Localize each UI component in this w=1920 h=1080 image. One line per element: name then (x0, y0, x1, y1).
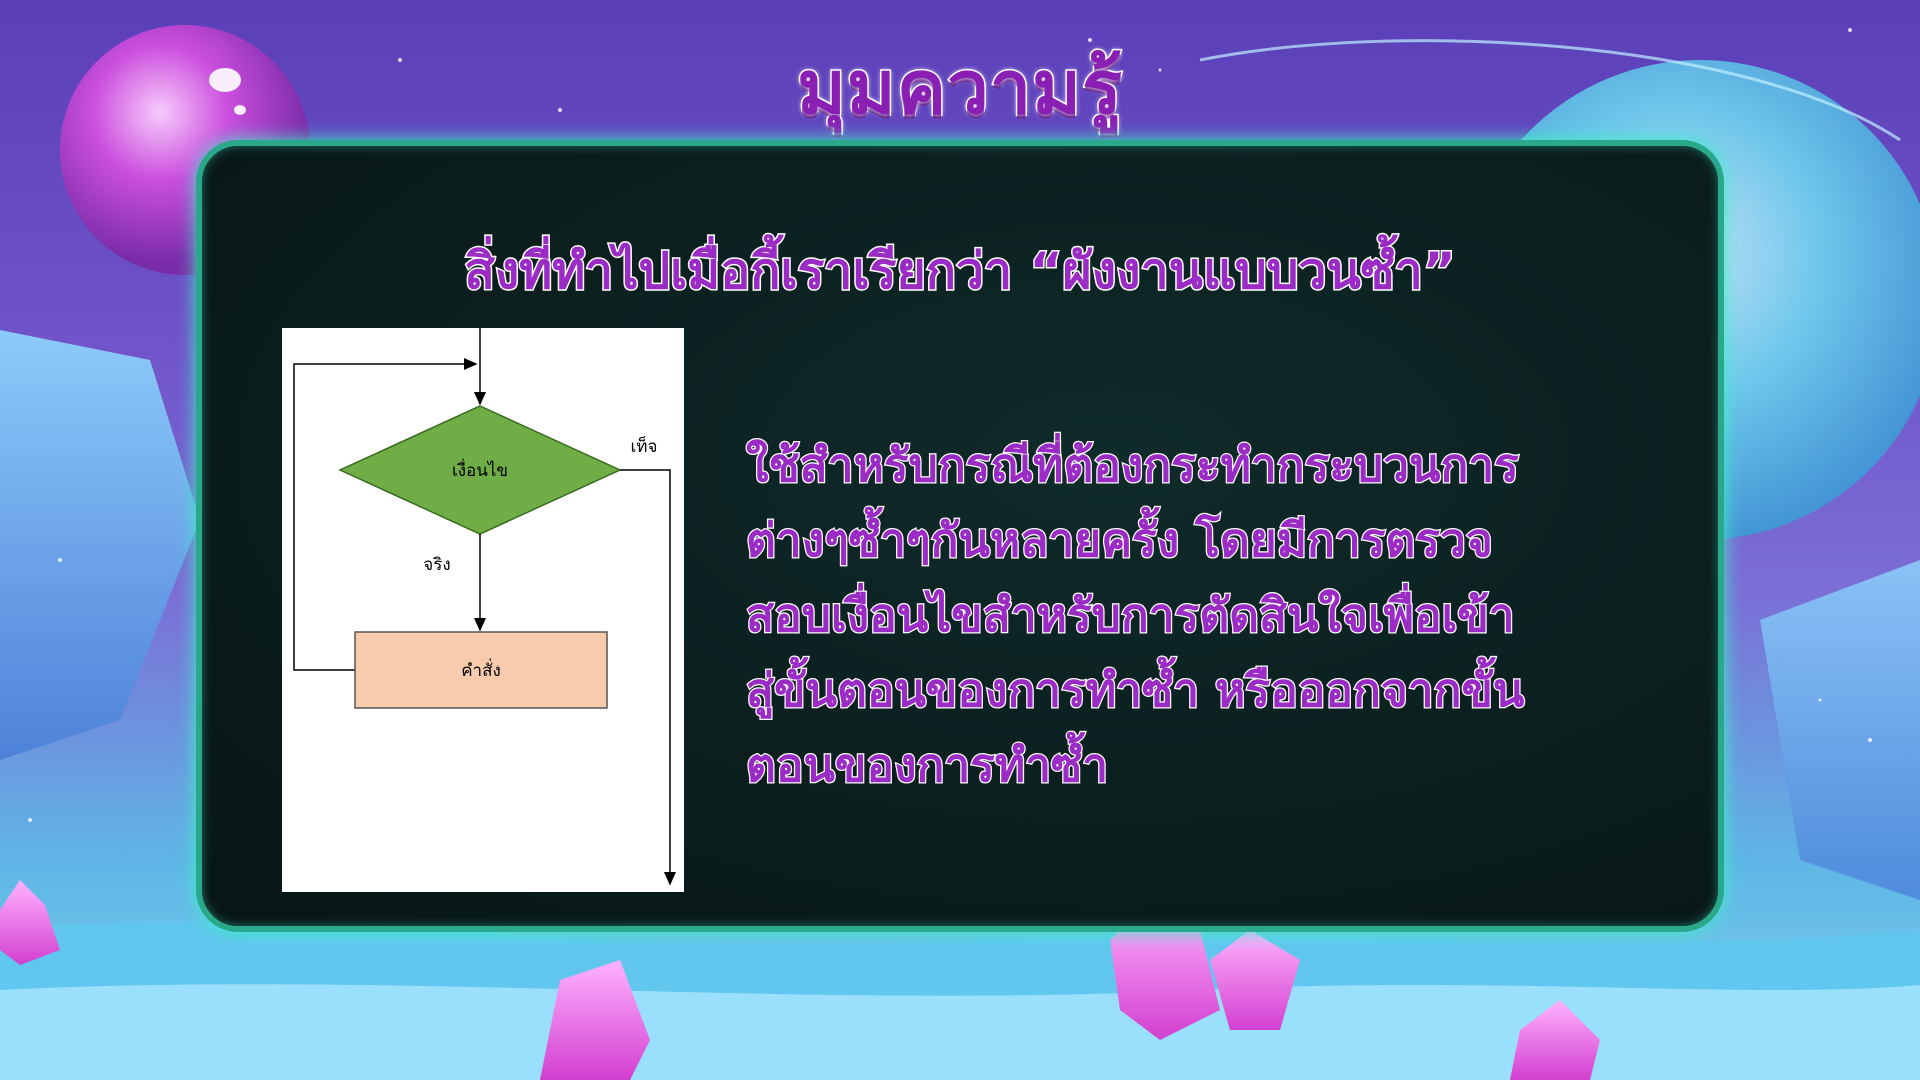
description-line: สอบเงื่อนไขสำหรับการตัดสินใจเพื่อเข้า (745, 587, 1516, 644)
pink-crystals (0, 880, 1600, 1080)
description-text: ใช้สำหรับกรณีที่ต้องกระทำกระบวนการ ต่างๆ… (745, 428, 1646, 803)
true-label: จริง (423, 555, 450, 575)
description-line: ตอนของการทำซ้ำ (745, 737, 1110, 794)
description-line: ต่างๆซ้ำๆกันหลายครั้ง โดยมีการตรวจ (745, 512, 1494, 569)
description-line: ใช้สำหรับกรณีที่ต้องกระทำกระบวนการ (745, 437, 1520, 494)
process-label: คำสั่ง (461, 658, 501, 681)
panel-heading: สิ่งที่ทำไปเมื่อกี้เราเรียกว่า “ผังงานแบ… (463, 241, 1457, 302)
content-panel: สิ่งที่ทำไปเมื่อกี้เราเรียกว่า “ผังงานแบ… (196, 140, 1724, 932)
loop-flowchart: เงื่อนไข จริง คำสั่ง เท็จ (293, 328, 676, 886)
decision-label: เงื่อนไข (452, 458, 508, 481)
false-exit-line (620, 469, 676, 886)
false-label: เท็จ (631, 435, 658, 457)
ice-rocks (0, 330, 1920, 1080)
process-box (354, 631, 608, 709)
flowchart-card: เงื่อนไข จริง คำสั่ง เท็จ (282, 328, 684, 892)
page-title: มุมความรู้ (796, 44, 1124, 133)
stars (28, 28, 1872, 822)
description-line: สู่ขั้นตอนของการทำซ้ำ หรือออกจากขั้น (745, 662, 1526, 719)
loop-back-line (293, 358, 478, 671)
